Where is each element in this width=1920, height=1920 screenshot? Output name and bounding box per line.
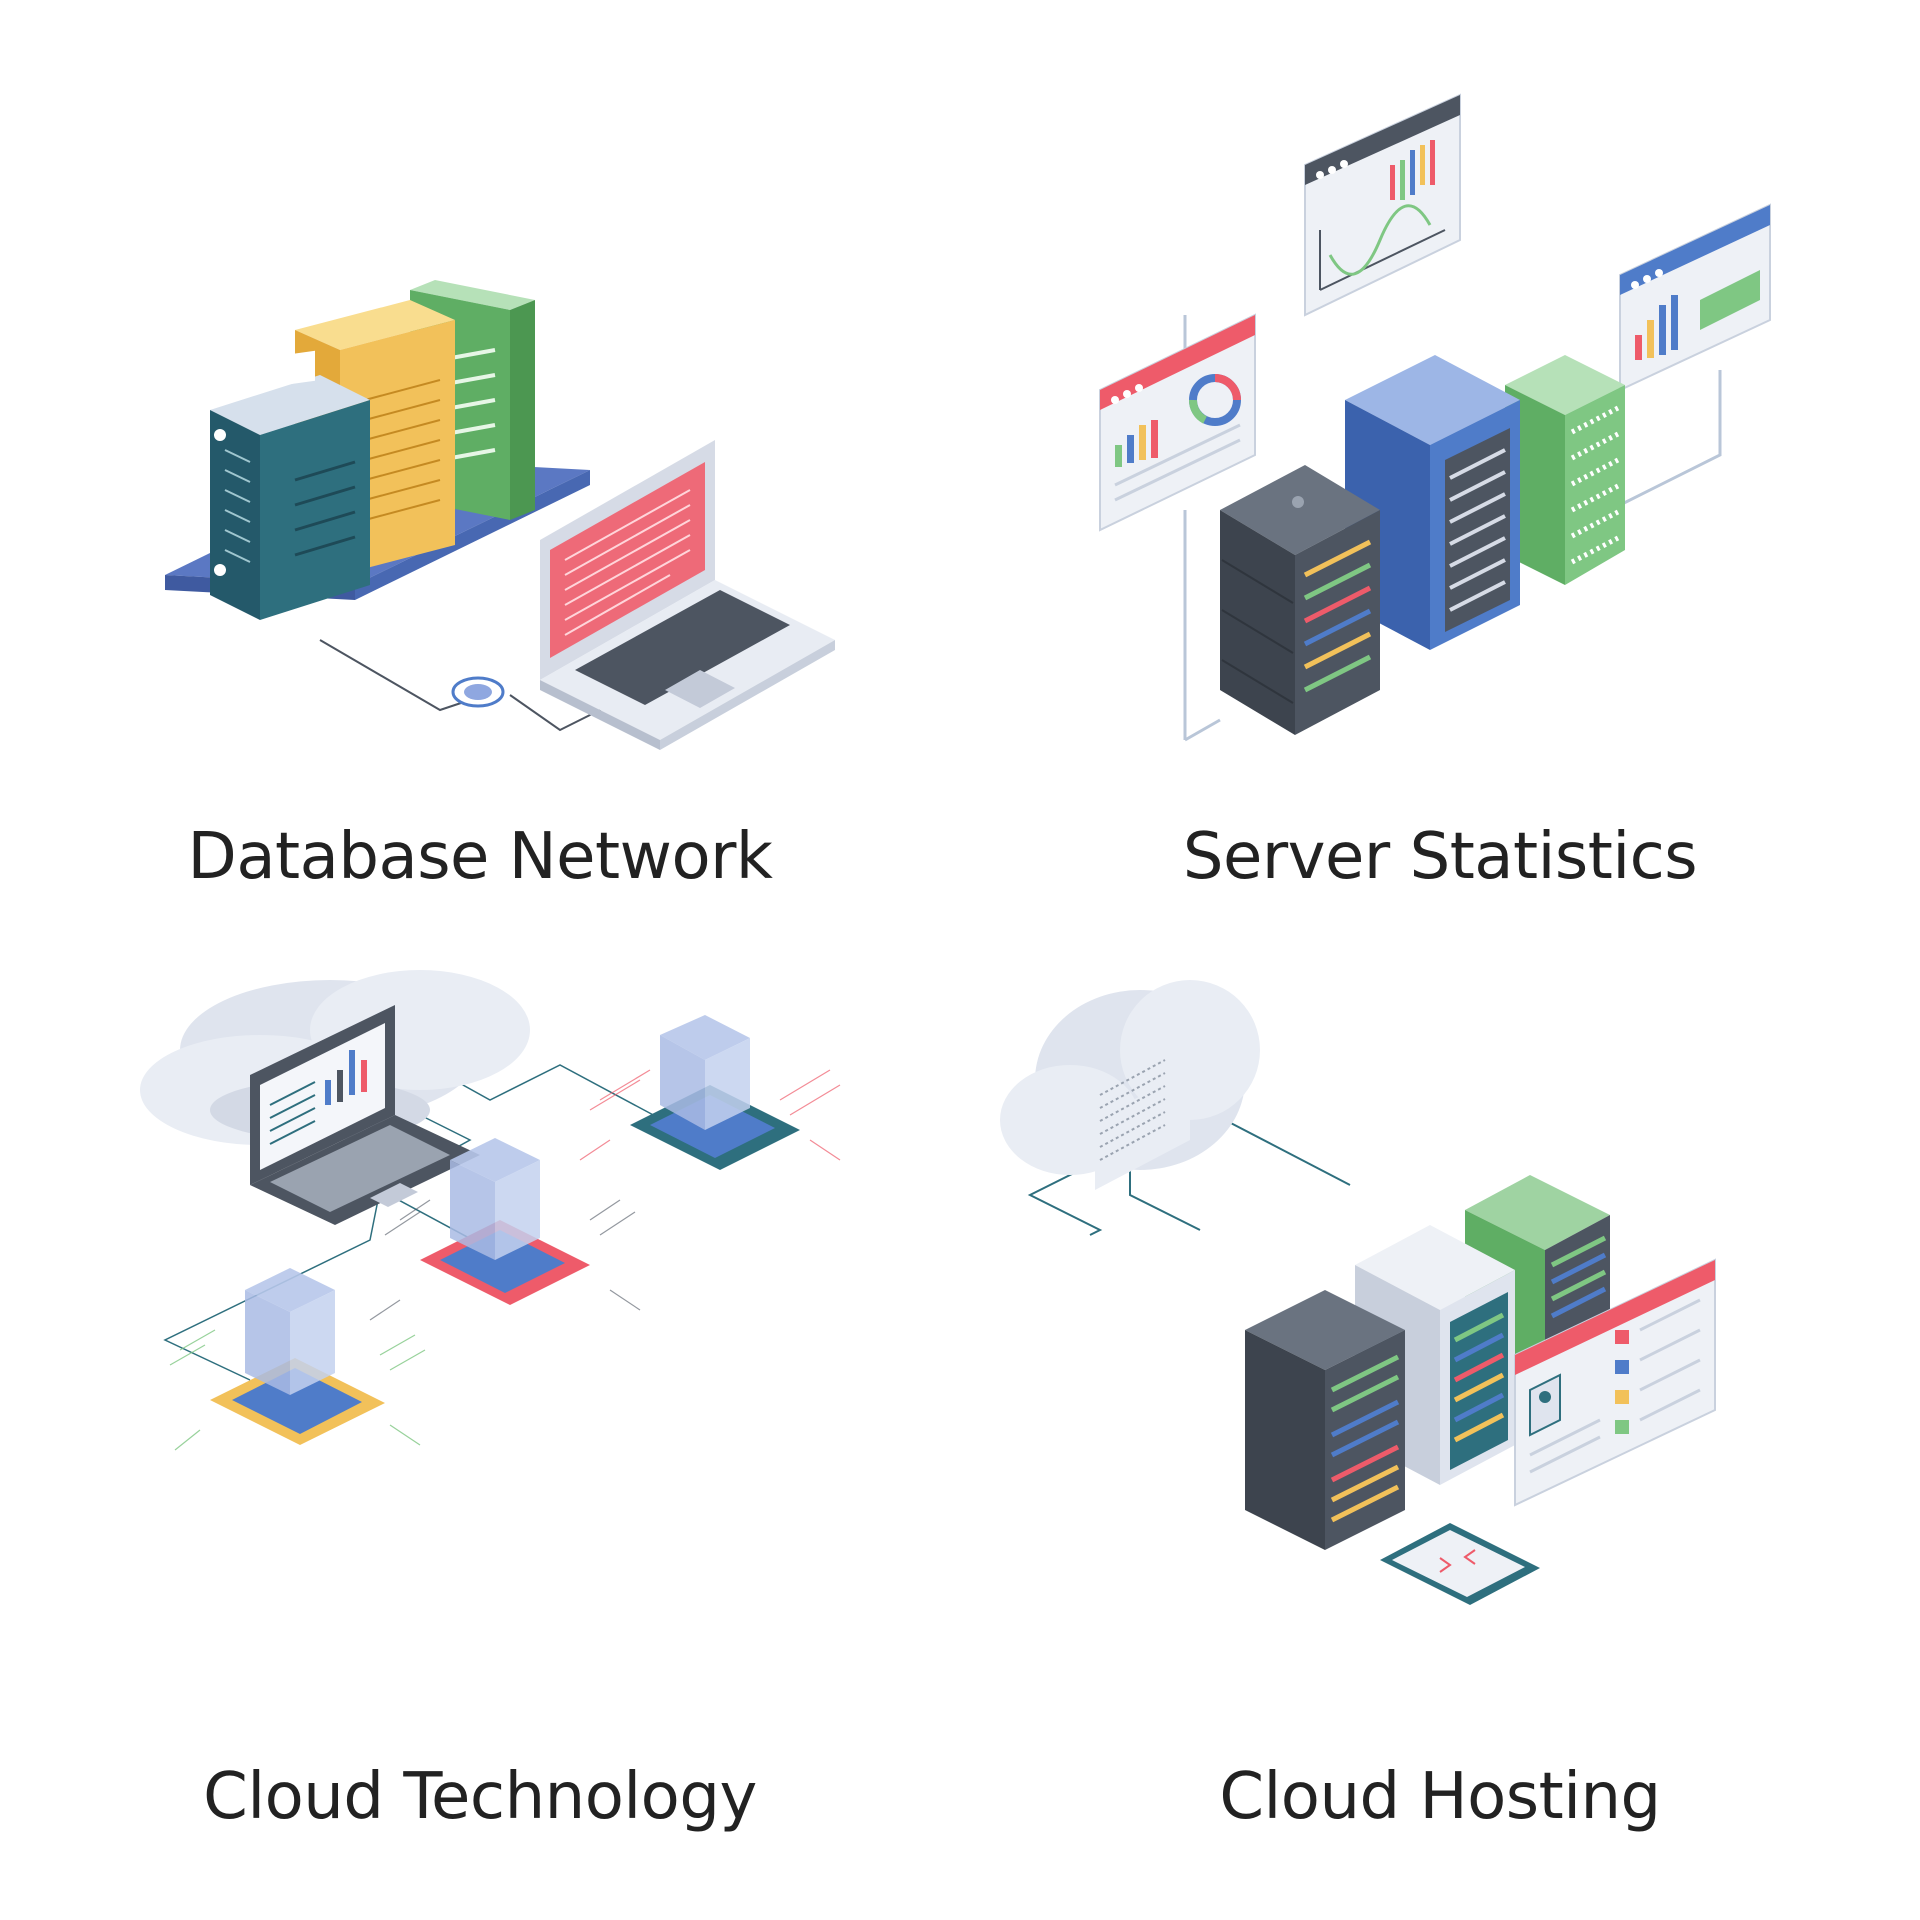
cloud-technology-label: Cloud Technology: [203, 1760, 757, 1834]
database-network-panel: Database Network: [0, 0, 960, 960]
cloud-hosting-label: Cloud Hosting: [1219, 1760, 1661, 1834]
network-connection-lines: [319, 639, 611, 732]
server-statistics-label: Server Statistics: [1182, 820, 1698, 894]
dark-rack-server-icon: [1220, 465, 1380, 735]
server-statistics-panel: Server Statistics: [960, 0, 1920, 960]
bar-chart-window-icon: [1619, 203, 1771, 392]
server-statistics-illustration: [1099, 93, 1771, 742]
laptop-icon: [540, 440, 835, 750]
green-rack-server-icon: [1505, 355, 1625, 585]
cloud-technology-panel: Cloud Technology: [0, 960, 960, 1920]
dark-hosting-server-icon: [1245, 1290, 1405, 1550]
cloud-technology-illustration: [140, 970, 841, 1451]
database-network-label: Database Network: [187, 820, 773, 894]
yellow-chip-icon: [169, 1268, 426, 1451]
teal-server-icon: [210, 350, 370, 620]
tablet-icon: [1380, 1523, 1540, 1605]
blue-chip-icon: [579, 1015, 841, 1170]
cloud-hosting-panel: Cloud Hosting: [960, 960, 1920, 1920]
donut-chart-window-icon: [1099, 313, 1256, 532]
cloud-hosting-illustration: [1000, 980, 1716, 1605]
profile-window-icon: [1514, 1258, 1716, 1507]
laptop-chart-icon: [250, 1005, 480, 1225]
line-chart-window-icon: [1304, 93, 1461, 317]
database-network-illustration: [165, 231, 835, 750]
hosting-cloud-icon: [1000, 980, 1260, 1190]
red-chip-icon: [369, 1138, 641, 1321]
